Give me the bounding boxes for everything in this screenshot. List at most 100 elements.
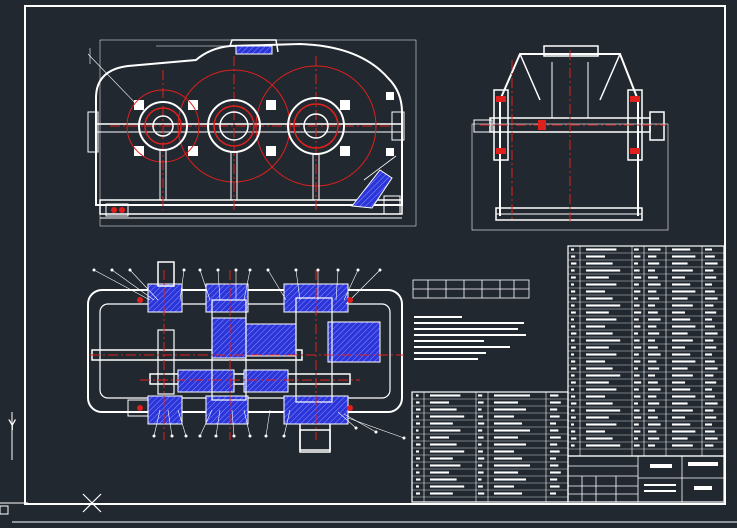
- table-cell-mark: [648, 430, 657, 433]
- table-cell-mark: [571, 444, 575, 447]
- table-cell-mark: [494, 408, 526, 411]
- table-cell-mark: [586, 283, 617, 286]
- table-cell-mark: [705, 304, 714, 307]
- table-cell-mark: [571, 416, 576, 419]
- table-cell-mark: [478, 422, 485, 425]
- table-cell-mark: [672, 374, 693, 377]
- table-cell-mark: [586, 367, 613, 370]
- table-cell-mark: [648, 346, 658, 349]
- table-cell-mark: [672, 353, 691, 356]
- table-cell-mark: [705, 416, 717, 419]
- table-cell-mark: [571, 283, 574, 286]
- table-cell-mark: [672, 395, 696, 398]
- table-cell-mark: [550, 485, 560, 488]
- table-cell-mark: [648, 276, 658, 279]
- table-cell-mark: [586, 332, 613, 335]
- table-cell-mark: [571, 318, 574, 321]
- table-cell-mark: [478, 492, 485, 495]
- table-cell-mark: [634, 402, 638, 405]
- table-cell-mark: [648, 388, 661, 391]
- parts-list-upper-rows: [568, 248, 724, 450]
- table-cell-mark: [648, 353, 661, 356]
- table-cell-mark: [634, 248, 639, 251]
- table-cell-mark: [648, 381, 658, 384]
- table-cell-mark: [648, 325, 657, 328]
- table-cell-mark: [672, 318, 691, 321]
- table-cell-mark: [550, 401, 561, 404]
- table-cell-mark: [494, 429, 530, 432]
- table-cell-mark: [494, 422, 522, 425]
- table-cell-mark: [634, 381, 642, 384]
- table-cell-mark: [571, 325, 576, 328]
- table-cell-mark: [672, 290, 696, 293]
- table-cell-mark: [705, 318, 712, 321]
- table-cell-mark: [705, 388, 712, 391]
- table-cell-mark: [586, 276, 609, 279]
- table-cell-mark: [586, 255, 605, 258]
- table-cell-mark: [550, 408, 558, 411]
- table-cell-mark: [648, 318, 661, 321]
- table-cell-mark: [571, 311, 576, 314]
- table-cell-mark: [550, 450, 560, 453]
- table-cell-mark: [430, 464, 461, 467]
- table-cell-mark: [416, 457, 420, 460]
- table-cell-mark: [672, 269, 693, 272]
- table-cell-mark: [648, 262, 660, 265]
- table-cell-mark: [586, 304, 621, 307]
- table-cell-mark: [494, 443, 526, 446]
- table-cell-mark: [672, 276, 685, 279]
- table-cell-mark: [672, 325, 696, 328]
- table-cell-mark: [550, 394, 559, 397]
- table-cell-mark: [416, 429, 419, 432]
- table-cell-mark: [705, 297, 718, 300]
- table-cell-mark: [550, 436, 561, 439]
- table-cell-mark: [550, 429, 559, 432]
- table-cell-mark: [571, 388, 574, 391]
- table-cell-mark: [478, 450, 483, 453]
- table-cell-mark: [672, 437, 688, 440]
- table-cell-mark: [430, 394, 461, 397]
- ucs-y-label: Y: [8, 418, 17, 434]
- table-cell-mark: [478, 443, 482, 446]
- table-cell-mark: [705, 276, 717, 279]
- table-cell-mark: [430, 478, 457, 481]
- table-cell-mark: [634, 318, 639, 321]
- table-cell-mark: [705, 395, 715, 398]
- table-cell-mark: [416, 415, 419, 418]
- table-cell-mark: [586, 388, 617, 391]
- table-cell-mark: [416, 443, 421, 446]
- table-cell-mark: [705, 360, 715, 363]
- table-cell-mark: [648, 444, 655, 447]
- table-cell-mark: [672, 402, 688, 405]
- table-cell-mark: [634, 332, 638, 335]
- table-cell-mark: [571, 297, 577, 300]
- parts-list-lower-rows: [412, 394, 568, 498]
- table-cell-mark: [494, 478, 526, 481]
- table-cell-mark: [430, 450, 465, 453]
- table-cell-mark: [648, 409, 655, 412]
- table-cell-mark: [571, 276, 576, 279]
- table-cell-mark: [416, 464, 419, 467]
- table-cell-mark: [430, 408, 457, 411]
- table-cell-mark: [705, 269, 714, 272]
- table-cell-mark: [648, 402, 660, 405]
- table-cell-mark: [571, 395, 576, 398]
- table-cell-mark: [634, 416, 642, 419]
- table-cell-mark: [672, 311, 685, 314]
- table-cell-mark: [672, 255, 696, 258]
- table-cell-mark: [672, 262, 688, 265]
- table-cell-mark: [478, 401, 484, 404]
- table-cell-mark: [586, 297, 613, 300]
- table-cell-mark: [571, 430, 576, 433]
- table-cell-mark: [586, 353, 617, 356]
- table-cell-mark: [634, 311, 642, 314]
- table-cell-mark: [634, 276, 642, 279]
- table-cell-mark: [430, 485, 465, 488]
- table-cell-mark: [571, 339, 575, 342]
- table-cell-mark: [705, 444, 714, 447]
- table-cell-mark: [648, 311, 658, 314]
- table-cell-mark: [648, 255, 657, 258]
- table-cell-mark: [416, 408, 421, 411]
